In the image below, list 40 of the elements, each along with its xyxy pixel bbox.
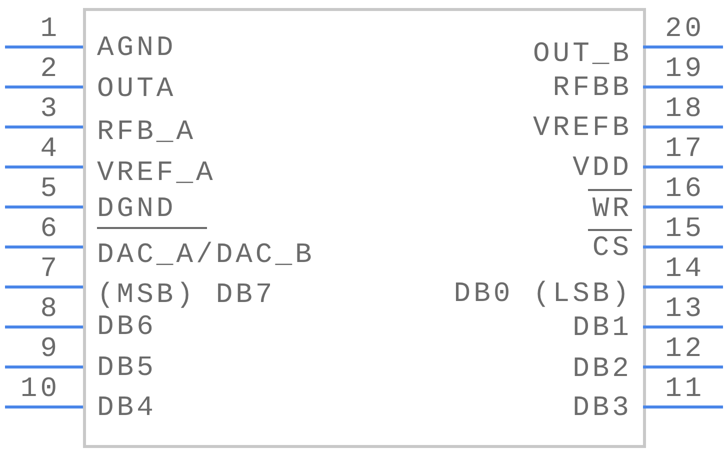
pin-name: (MSB) DB7 xyxy=(97,281,276,311)
pin-name: DB5 xyxy=(97,354,156,384)
pin-number: 14 xyxy=(665,255,705,285)
pin-number: 11 xyxy=(665,375,705,405)
pin-name: RFBB xyxy=(552,74,632,104)
pin-number: 2 xyxy=(40,55,60,85)
pin-number: 16 xyxy=(665,175,705,205)
pin-number: 13 xyxy=(665,295,705,325)
pin-name: VREF_A xyxy=(97,159,216,189)
pin-name: CS xyxy=(592,234,632,264)
pin-name: OUTA xyxy=(97,75,176,105)
pin-name: DB1 xyxy=(572,314,632,344)
pin-name: VDD xyxy=(572,154,632,184)
pin-name: DB2 xyxy=(572,355,632,385)
pin-number: 12 xyxy=(665,335,705,365)
pin-number: 5 xyxy=(40,175,60,205)
pin-number: 15 xyxy=(665,215,705,245)
pin-name: AGND xyxy=(97,34,176,64)
pin-name: DB0 (LSB) xyxy=(454,280,632,310)
pin-number: 19 xyxy=(665,55,705,85)
pin-number: 8 xyxy=(40,295,60,325)
pin-number: 9 xyxy=(40,335,60,365)
pin-name: DB4 xyxy=(97,394,156,424)
pin-number: 1 xyxy=(40,15,60,45)
pin-name: OUT_B xyxy=(532,40,632,70)
pin-name: DAC_A/DAC_B xyxy=(97,241,315,271)
pin-name: VREFB xyxy=(532,114,632,144)
pin-number: 6 xyxy=(40,215,60,245)
pin-name: DGND xyxy=(97,195,176,225)
pin-number: 18 xyxy=(665,95,705,125)
pin-name: WR xyxy=(592,195,632,225)
pin-number: 10 xyxy=(20,375,60,405)
pin-number: 17 xyxy=(665,135,705,165)
pin-name: DB6 xyxy=(97,313,156,343)
pin-number: 20 xyxy=(665,15,705,45)
pin-number: 3 xyxy=(40,95,60,125)
pin-name: DB3 xyxy=(572,394,632,424)
pin-name: RFB_A xyxy=(97,118,196,148)
pin-number: 4 xyxy=(40,135,60,165)
pin-number: 7 xyxy=(40,255,60,285)
